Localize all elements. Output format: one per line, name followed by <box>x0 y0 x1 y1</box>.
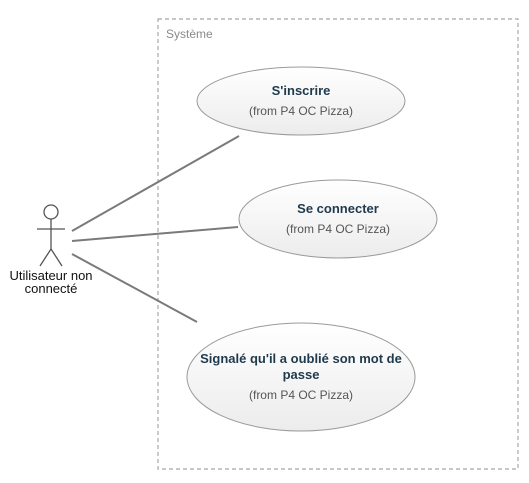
use-case-title: S'inscrire <box>272 83 331 98</box>
use-case-ellipse <box>196 66 406 136</box>
use-case-ellipse <box>186 322 416 432</box>
system-label: Système <box>166 27 213 41</box>
actor-head <box>43 204 59 220</box>
association-line-mot-de-passe <box>71 253 198 323</box>
actor-right-leg <box>50 248 63 267</box>
use-case-source: (from P4 OC Pizza) <box>286 222 390 236</box>
use-case-source: (from P4 OC Pizza) <box>249 104 353 118</box>
use-case-title-line2: passe <box>283 367 320 382</box>
use-case-inscrire[interactable]: S'inscrire (from P4 OC Pizza) <box>196 66 406 136</box>
actor-name-line1: Utilisateur non <box>9 268 92 283</box>
use-case-mot-de-passe-oublie[interactable]: Signalé qu'il a oublié son mot de passe … <box>186 322 416 432</box>
use-case-title: Se connecter <box>297 201 379 216</box>
system-boundary <box>157 18 519 470</box>
association-line-inscrire <box>71 135 240 232</box>
actor-name-line2: connecté <box>25 281 78 296</box>
actor-stick-figure-icon[interactable] <box>37 204 65 267</box>
use-case-source: (from P4 OC Pizza) <box>249 388 353 402</box>
use-case-title: Signalé qu'il a oublié son mot de <box>200 351 402 366</box>
use-case-ellipse <box>238 179 438 259</box>
use-case-se-connecter[interactable]: Se connecter (from P4 OC Pizza) <box>238 179 438 259</box>
association-line-connecter <box>71 226 239 242</box>
actor-left-leg <box>39 248 52 267</box>
